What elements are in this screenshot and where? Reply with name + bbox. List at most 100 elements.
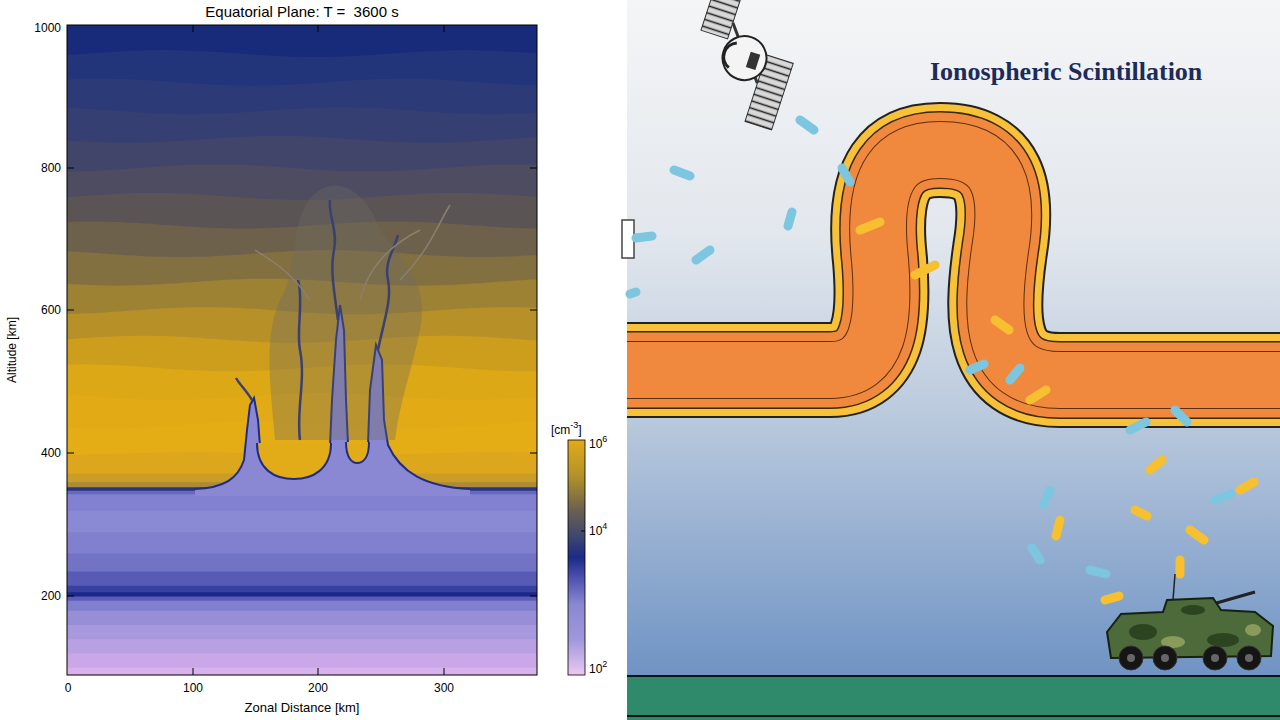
signal-dash: [630, 120, 1231, 574]
colorbar-exponent: 2: [602, 660, 607, 669]
vehicle-icon: [1127, 654, 1135, 662]
satellite-icon: [746, 52, 760, 70]
tick-label: 300: [434, 682, 454, 694]
ground: [627, 676, 1280, 720]
density-contour: [67, 596, 537, 675]
dense-finger: [257, 443, 331, 479]
tick-label: 200: [308, 682, 328, 694]
density-contour: [67, 554, 537, 675]
tick-label: 100: [183, 682, 203, 694]
density-contour: [67, 50, 537, 675]
colorbar-tick: [581, 531, 585, 532]
density-contour: [67, 592, 537, 675]
vehicle-icon: [1153, 646, 1177, 670]
density-contour: [67, 487, 537, 675]
vehicle-icon: [1107, 574, 1273, 670]
scintillation-cartoon: [610, 0, 1280, 720]
tick-label: 800: [41, 162, 61, 174]
density-contour: [67, 586, 537, 675]
satellite-icon: [678, 0, 813, 130]
vehicle-icon: [1129, 624, 1157, 640]
vehicle-icon: [1161, 654, 1169, 662]
unit-exponent: -3: [570, 421, 578, 430]
density-contour: [67, 25, 537, 675]
satellite-icon: [701, 0, 747, 39]
vehicle-icon: [1245, 624, 1261, 636]
plume-wisp: [255, 250, 310, 300]
satellite-icon: [701, 0, 747, 39]
vehicle-icon: [1119, 646, 1143, 670]
density-contour: [67, 511, 537, 675]
ground-edge: [627, 676, 1280, 716]
density-plot: [67, 25, 537, 675]
colorbar-exponent: 6: [602, 435, 607, 444]
vehicle-icon: [1245, 654, 1253, 662]
density-contour: [67, 611, 537, 675]
density-contour: [67, 136, 537, 675]
density-contour: [67, 422, 537, 675]
vehicle-icon: [1211, 654, 1219, 662]
density-contour: [67, 482, 537, 675]
density-contour: [67, 164, 537, 675]
tick-label: 400: [41, 447, 61, 459]
colorbar-exponent: 4: [602, 522, 607, 531]
vehicle-icon: [1173, 574, 1175, 600]
vehicle-icon: [1237, 646, 1261, 670]
plume-streak: [330, 200, 338, 320]
plume-streak: [236, 378, 252, 400]
density-contour: [67, 571, 537, 675]
axis-title: Zonal Distance [km]: [245, 701, 360, 714]
colorbar-tick: 10: [589, 438, 602, 450]
plasma-bubble: [195, 186, 470, 496]
density-contour: [67, 491, 537, 675]
plume-wisp: [360, 230, 420, 300]
vehicle-icon: [1203, 646, 1227, 670]
ionosphere-layer: [627, 150, 1280, 380]
plume-streak: [298, 280, 302, 440]
tick-label: 600: [41, 304, 61, 316]
ionosphere-layer: [627, 150, 1280, 380]
ionosphere-layer: [627, 150, 1280, 380]
vehicle-icon: [1181, 605, 1205, 615]
ionosphere-layer: [627, 150, 1280, 380]
tick-label: 0: [65, 682, 72, 694]
ionosphere-layer: [627, 150, 1280, 380]
plume-haze: [269, 186, 421, 440]
plume-streak: [236, 200, 398, 440]
ionosphere-layer: [627, 150, 1280, 380]
unit-label: [cm: [551, 424, 570, 436]
density-contour: [67, 625, 537, 675]
vehicle-icon: [1213, 592, 1255, 604]
satellite-icon: [720, 40, 736, 67]
colorbar-tick: 10: [589, 525, 602, 537]
tick-label: 1000: [34, 22, 61, 34]
density-contour: [67, 532, 537, 675]
ionosphere-layer: [627, 150, 1280, 380]
axis-ticks: [67, 25, 537, 675]
colorbar-tick: 10: [589, 663, 602, 675]
density-contour: [67, 639, 537, 675]
dense-finger: [346, 442, 369, 463]
axis-title: Altitude [km]: [6, 317, 18, 383]
tick-label: 200: [41, 590, 61, 602]
colorbar: [568, 440, 585, 675]
unit-label: ]: [578, 424, 581, 436]
plume-wisp: [400, 205, 450, 280]
signal-dash: [860, 222, 1254, 600]
density-contour: [67, 25, 537, 675]
plot-frame: [67, 25, 537, 675]
satellite-icon: [717, 30, 772, 85]
vehicle-icon: [1207, 633, 1239, 647]
density-contour: [67, 494, 537, 675]
plot-title: Equatorial Plane: T = 3600 s: [205, 4, 398, 19]
density-contour: [67, 654, 537, 675]
density-contour: [67, 79, 537, 675]
plume-wisp: [255, 205, 450, 300]
panel-title: Ionospheric Scintillation: [930, 59, 1202, 85]
density-contour: [67, 668, 537, 675]
density-contour: [67, 601, 537, 675]
density-contour: [67, 474, 537, 675]
density-contour: [67, 222, 537, 675]
